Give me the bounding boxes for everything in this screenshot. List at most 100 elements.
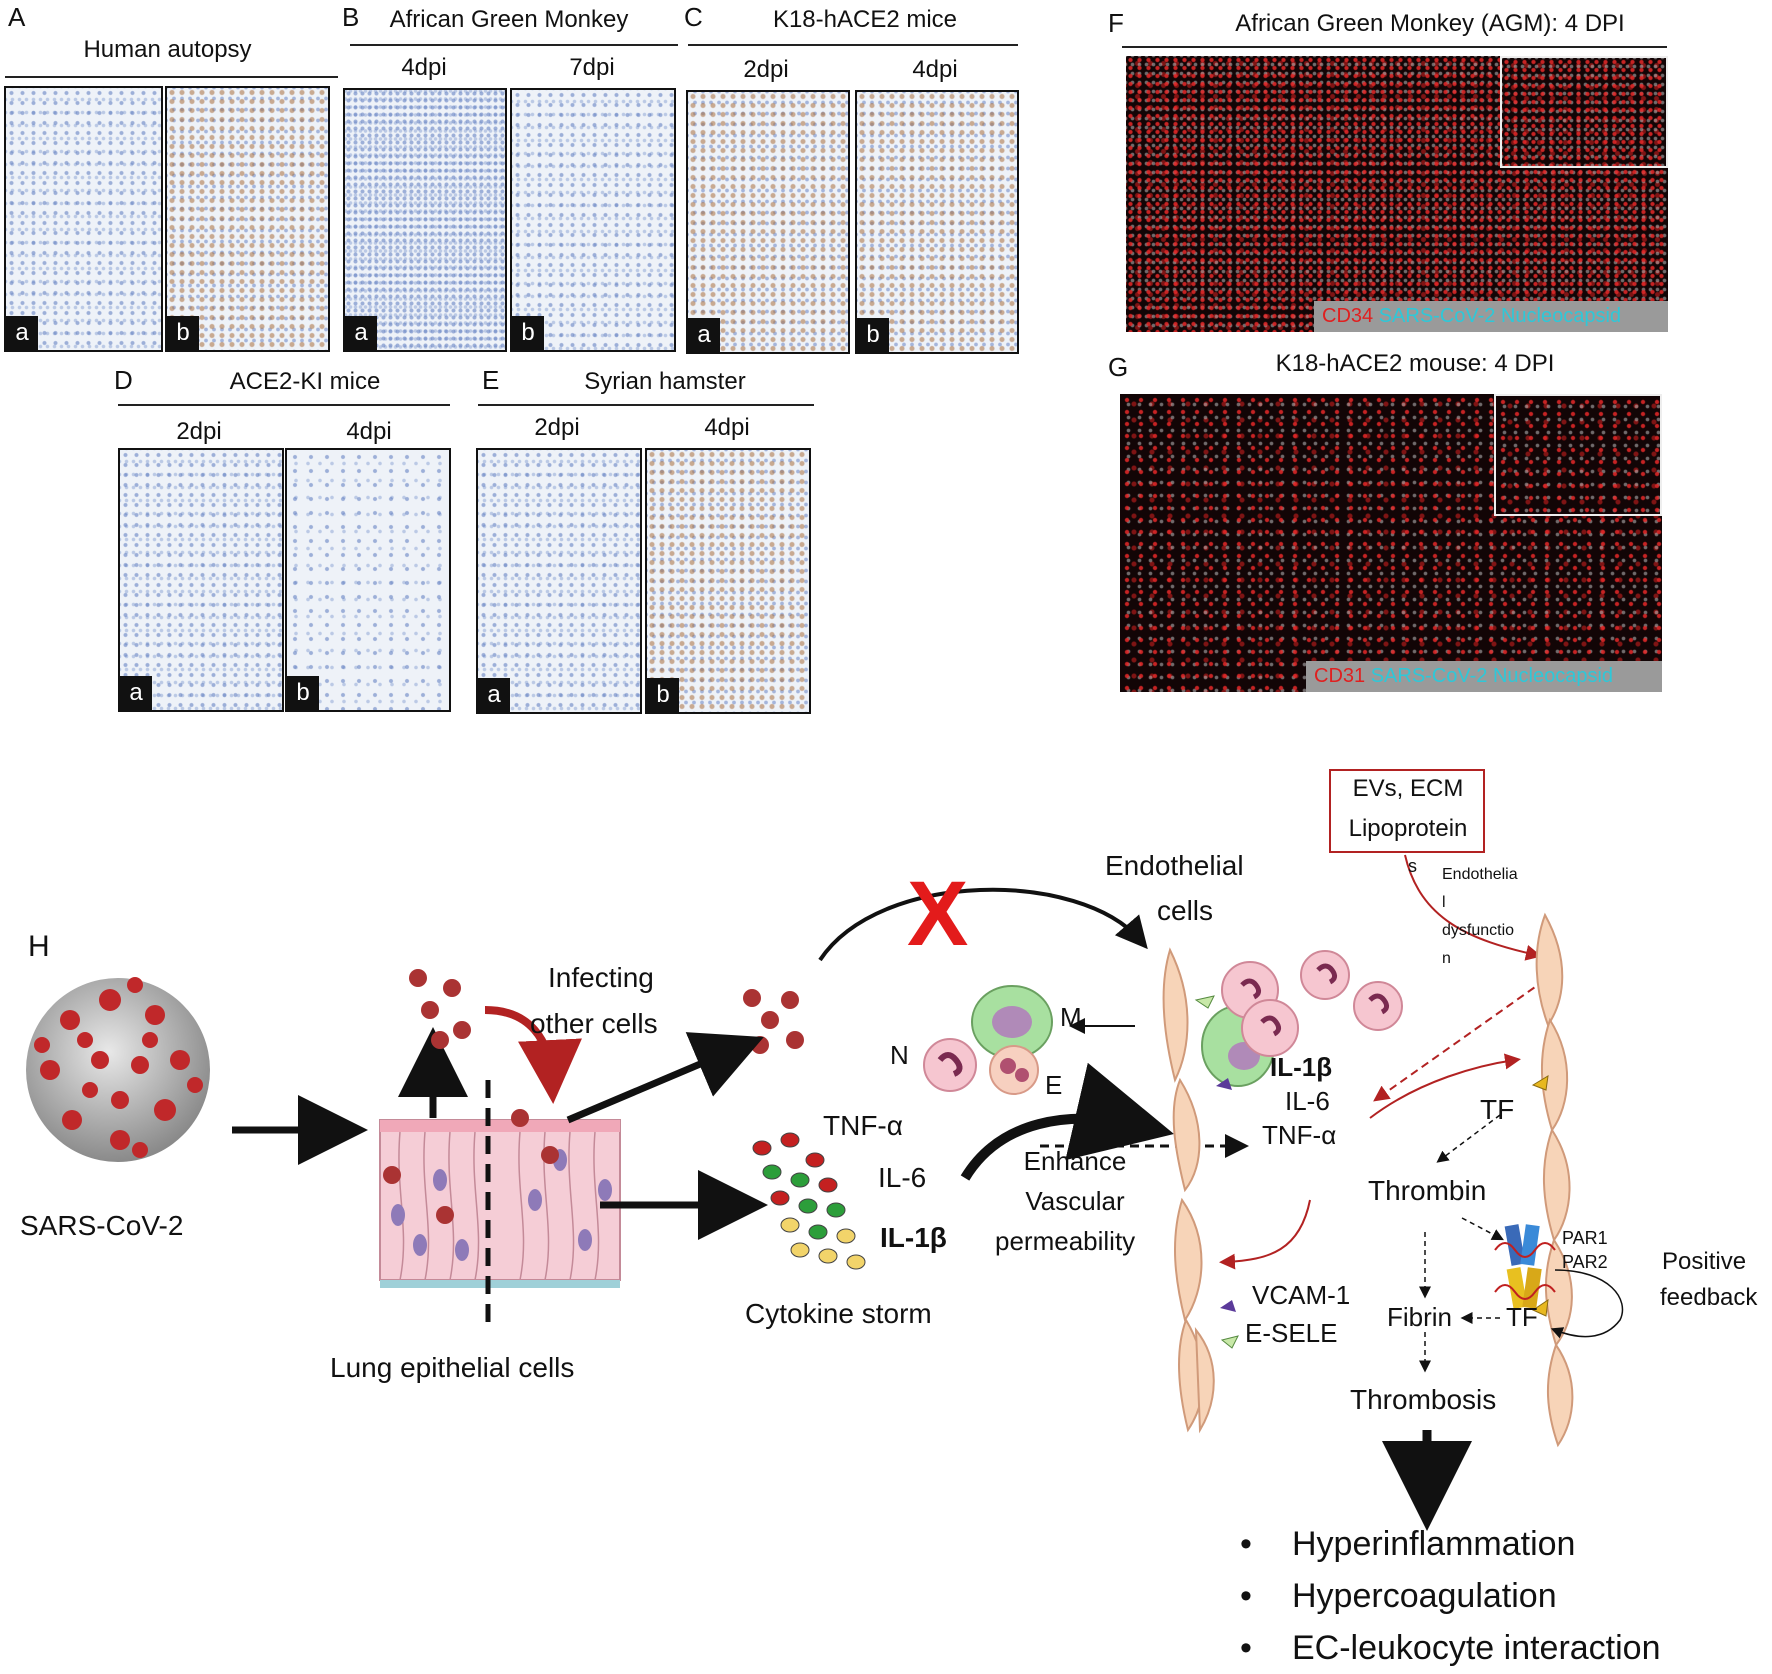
panel-e-time1: 2dpi [534,414,580,441]
tf-icon-upper [1531,1075,1549,1091]
par1-label: PAR1 [1562,1228,1608,1248]
panel-a-letter: A [8,2,26,32]
tf-icon-lower [1531,1298,1549,1317]
panel-e-rule [478,404,814,406]
panel-b-time2: 7dpi [569,54,615,81]
bullet-icon: • [1240,1629,1252,1667]
panel-d-letter: D [114,365,133,395]
panel-g-title: K18-hACE2 mouse: 4 DPI [1275,350,1555,377]
outcome-1: Hyperinflammation [1292,1525,1576,1563]
panel-b-rule [350,44,678,46]
panel-f-legend: CD34 SARS-CoV-2 Nucleocapsid [1314,301,1668,332]
vcam-label: VCAM-1 [1252,1280,1351,1310]
bullet-icon: • [1240,1577,1252,1615]
panel-e-letter: E [482,365,500,395]
evs-tail: s [1408,856,1417,876]
epithelium-icon [379,1109,621,1288]
panel-f-stain: SARS-CoV-2 Nucleocapsid [1378,305,1622,327]
dysfunction-line4: n [1442,950,1451,967]
panel-d-image-b: b [285,448,451,712]
enhance-line1: Enhance [1023,1146,1127,1176]
mid-il1b-label: IL-1β [1270,1052,1333,1082]
panel-e-title: Syrian hamster [584,368,746,395]
tf-label-lower: TF [1506,1302,1538,1332]
cell-e-label: E [1045,1070,1063,1100]
il1b-label: IL-1β [880,1222,947,1253]
panel-e-image-b: b [645,448,811,714]
panel-g-image: CD31 SARS-CoV-2 Nucleocapsid [1120,394,1662,692]
endothelial-column-right-icon [1535,912,1574,1448]
outcomes-list: • Hyperinflammation • Hypercoagulation • EC… [1240,1518,1661,1674]
panel-f-rule [1122,46,1667,48]
panel-g-inset [1494,394,1662,516]
panel-e-image-a: a [476,448,642,714]
mid-il6-label: IL-6 [1285,1086,1330,1116]
panel-d-image-a: a [118,448,284,712]
endothelial-line2: cells [1157,895,1214,926]
panel-c-letter: C [684,2,703,32]
cytokine-dots-icon [752,1132,866,1270]
outcome-item: • EC-leukocyte interaction [1240,1622,1661,1674]
mid-tnf-label: TNF-α [1262,1120,1337,1150]
evs-box-border [1329,769,1485,853]
panel-b-title: African Green Monkey [389,6,629,33]
panel-c-image-b: b [855,90,1019,354]
panel-b-image-a: a [343,88,507,352]
endothelial-column-left-icon [1162,947,1215,1434]
panel-d-title: ACE2-KI mice [229,368,381,395]
enhance-line2: Vascular [1025,1186,1125,1216]
panel-g-legend: CD31 SARS-CoV-2 Nucleocapsid [1306,661,1662,692]
dysfunction-line2: l [1442,894,1446,911]
panel-b-time1: 4dpi [401,54,447,81]
panel-f-title: African Green Monkey (AGM): 4 DPI [1235,10,1625,37]
epithelial-label: Lung epithelial cells [330,1352,575,1383]
panel-a-rule [5,76,338,78]
panel-d-rule [118,404,450,406]
outcome-item: • Hypercoagulation [1240,1570,1661,1622]
panel-b-image-b: b [510,88,676,352]
outcome-3: EC-leukocyte interaction [1292,1629,1661,1667]
panel-d-tag-a: a [120,676,152,710]
leukocytes-icon [923,985,1053,1095]
panel-g-marker: CD31 [1314,665,1366,687]
esele-label: E-SELE [1245,1318,1338,1348]
panel-e-tag-a: a [478,678,510,712]
bullet-icon: • [1240,1525,1252,1563]
positive-line2: feedback [1660,1284,1758,1311]
infecting-line2: other cells [530,1008,658,1039]
par-receptor-icon [1494,1224,1556,1309]
panel-e-time2: 4dpi [704,414,750,441]
panel-f-image: CD34 SARS-CoV-2 Nucleocapsid [1126,56,1668,332]
panel-c-title: K18-hACE2 mice [772,6,958,33]
cytokine-storm-label: Cytokine storm [745,1298,932,1329]
panel-b-tag-a: a [345,316,377,350]
panel-c-rule [688,44,1018,46]
cell-m-label: M [1060,1002,1082,1032]
diagram-h-graphics [26,769,1624,1531]
outcome-2: Hypercoagulation [1292,1577,1557,1615]
x-mark: X [907,863,969,965]
enhance-line3: permeability [995,1226,1136,1256]
panel-b-letter: B [342,2,360,32]
panel-c-tag-a: a [688,318,720,352]
panel-a-tag-b: b [167,316,199,350]
panel-f-letter: F [1108,8,1124,38]
panel-a-tag-a: a [6,316,38,350]
panel-d-tag-b: b [287,676,319,710]
panel-d-time2: 4dpi [346,418,392,445]
cell-n-label: N [890,1040,909,1070]
panel-c-time1: 2dpi [743,56,789,83]
panel-f-inset [1500,56,1668,168]
thrombin-label: Thrombin [1368,1175,1487,1206]
endothelial-line1: Endothelial [1105,850,1244,881]
virus-label: SARS-CoV-2 [20,1210,184,1241]
adherent-leukocytes-icon [1194,950,1403,1349]
panel-g-stain: SARS-CoV-2 Nucleocapsid [1370,665,1614,687]
dysfunction-line3: dysfunctio [1442,922,1515,939]
panel-h-letter: H [28,930,50,963]
panel-b-tag-b: b [512,316,544,350]
panel-c-image-a: a [686,90,850,354]
evs-line1: EVs, ECM [1352,775,1464,802]
panel-c-tag-b: b [857,318,889,352]
fibrin-label: Fibrin [1387,1302,1453,1332]
